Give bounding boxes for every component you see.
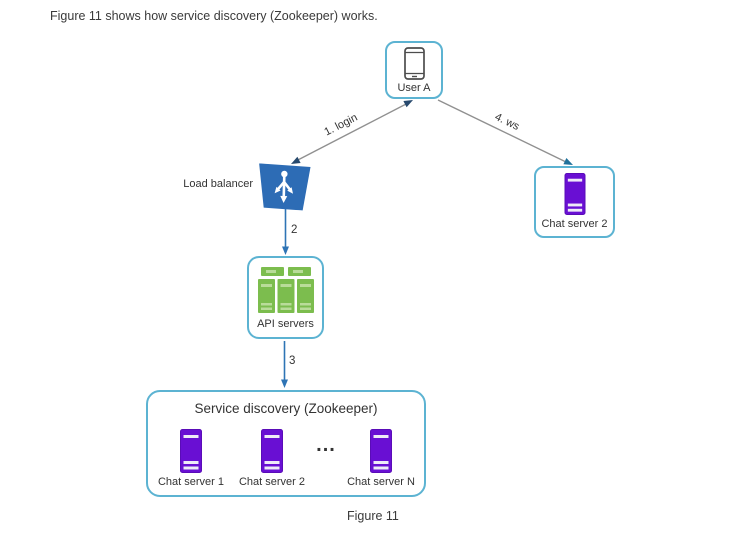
ellipsis-text: ...: [316, 434, 336, 456]
server-icon: [180, 429, 202, 473]
node-user-a: User A: [385, 41, 443, 99]
figure-caption: Figure 11: [347, 509, 399, 523]
chat-server-1-label: Chat server 1: [157, 476, 225, 488]
load-balancer-icon: [270, 170, 299, 205]
node-api-servers: API servers: [247, 256, 324, 339]
chat-server-n-label: Chat server N: [347, 476, 415, 488]
chat-server-item: Chat server 2: [229, 429, 315, 488]
edge-label-3: 3: [289, 355, 296, 367]
user-a-label: User A: [397, 82, 431, 94]
node-chat-server-2: Chat server 2: [534, 166, 615, 238]
chat-server-item: Chat server 1: [148, 429, 234, 488]
chat-server-2-label: Chat server 2: [541, 218, 608, 230]
node-service-discovery: Service discovery (Zookeeper) Chat serve…: [146, 390, 426, 497]
load-balancer-label: Load balancer: [183, 178, 253, 190]
server-cluster-icon: [257, 267, 314, 313]
api-servers-label: API servers: [257, 318, 314, 330]
chat-server-2-inner-label: Chat server 2: [238, 476, 306, 488]
server-icon: [261, 429, 283, 473]
edge-label-2: 2: [291, 224, 298, 236]
server-icon: [370, 429, 392, 473]
service-discovery-title: Service discovery (Zookeeper): [194, 401, 378, 416]
page-intro-text: Figure 11 shows how service discovery (Z…: [50, 9, 378, 23]
chat-server-item: Chat server N: [338, 429, 424, 488]
phone-icon: [403, 47, 425, 80]
server-icon: [564, 173, 585, 215]
node-load-balancer: [257, 163, 310, 210]
